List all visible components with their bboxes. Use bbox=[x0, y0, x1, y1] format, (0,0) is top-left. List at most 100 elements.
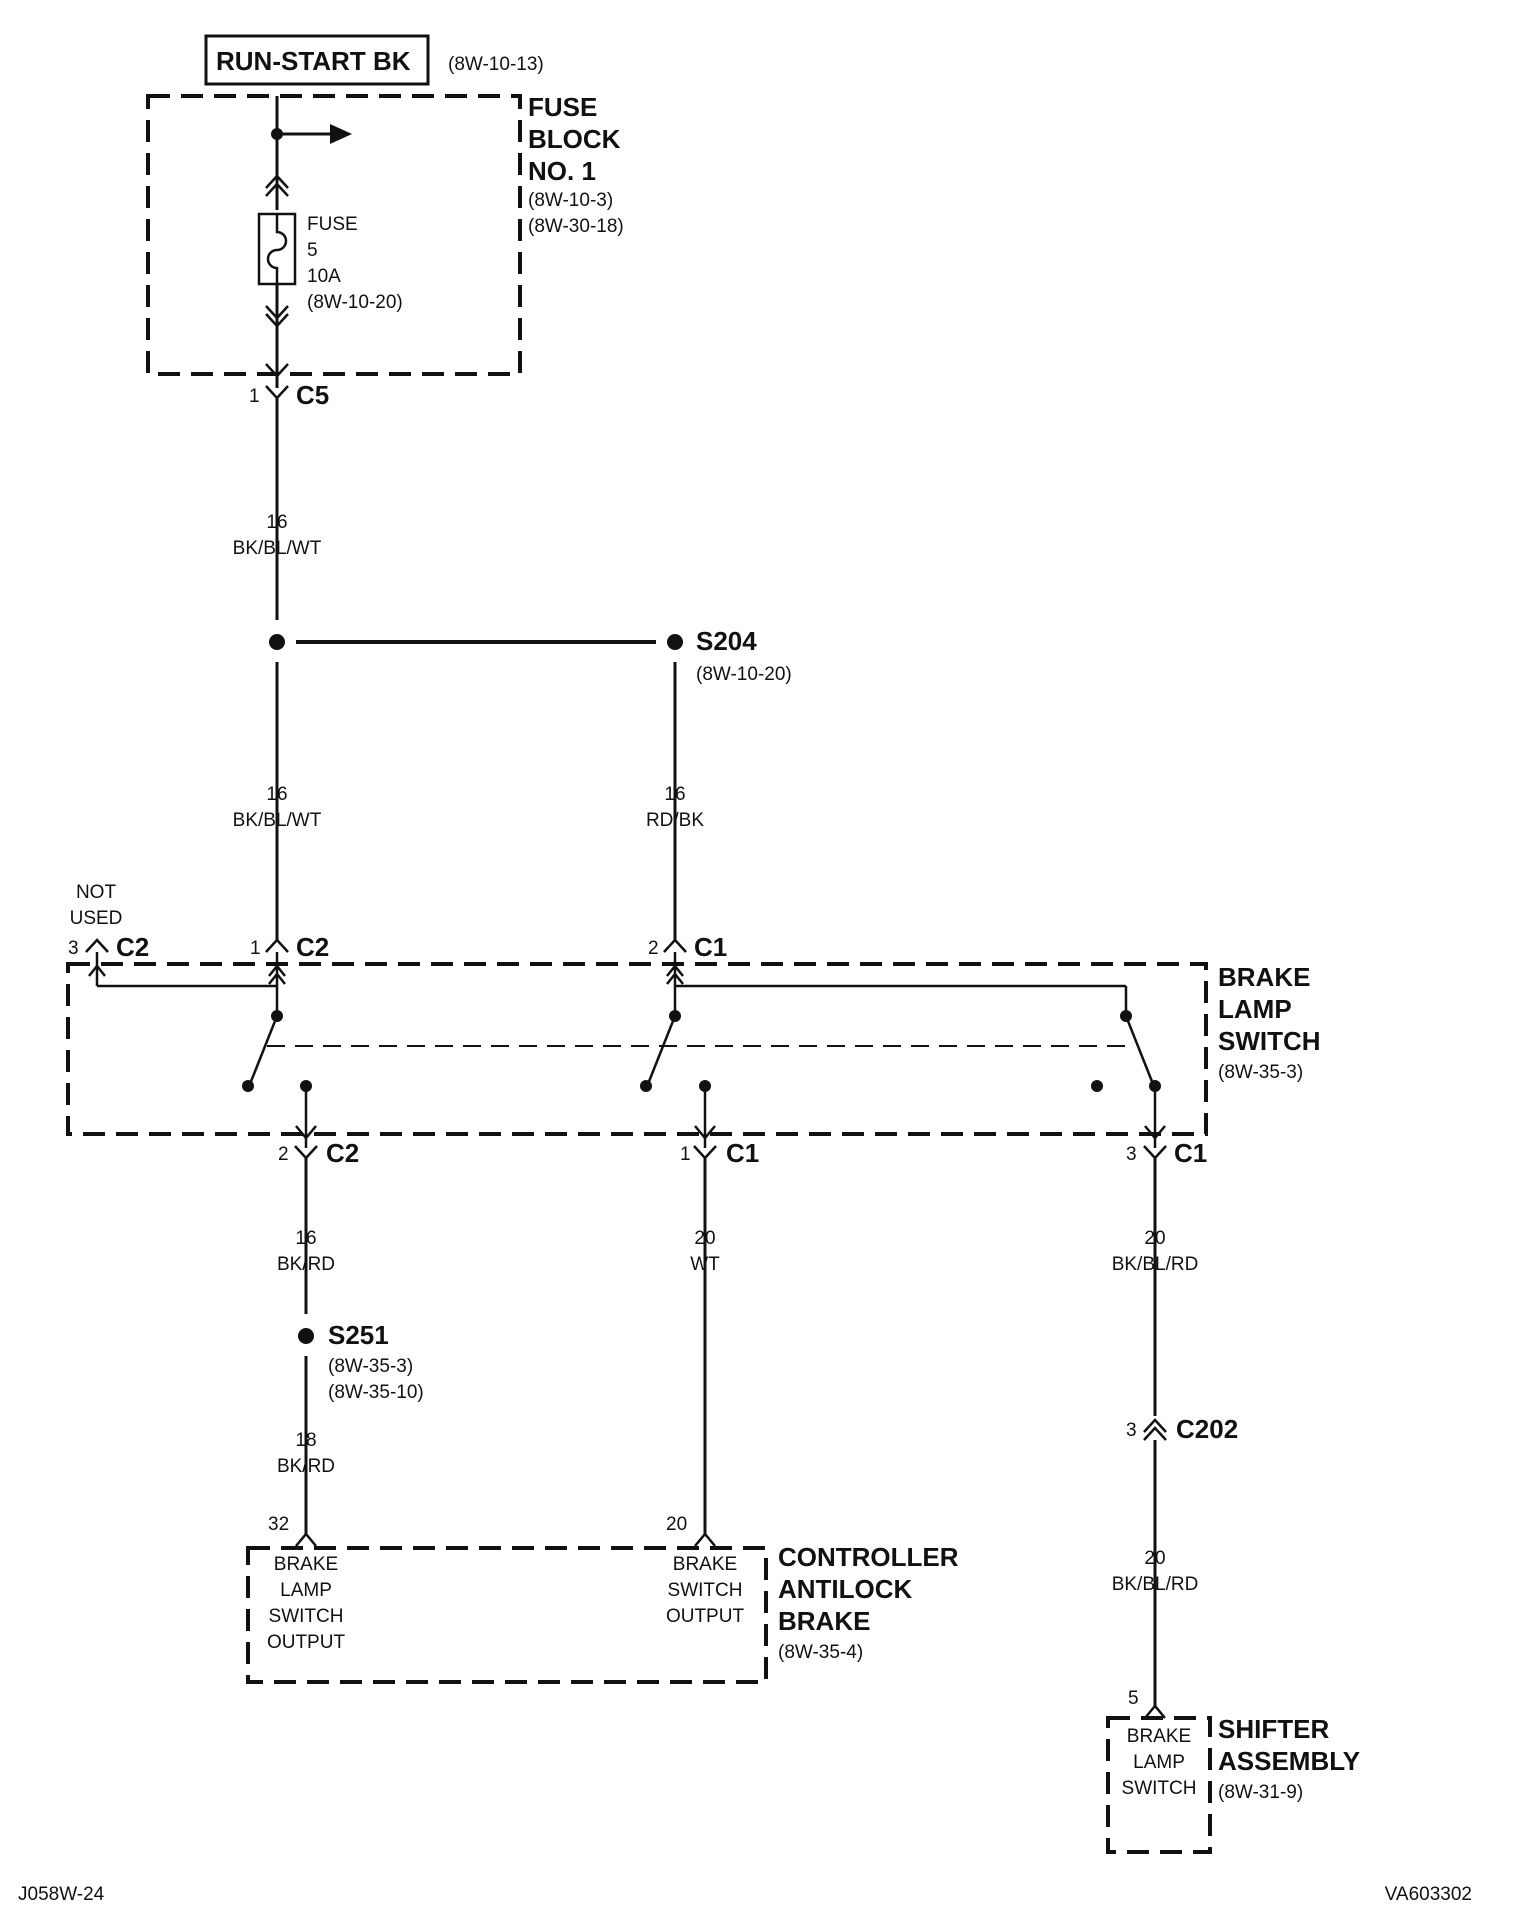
connectors-c1-out3-name: C1 bbox=[1174, 1138, 1207, 1168]
shifter-title-lines-0: SHIFTER bbox=[1218, 1714, 1329, 1744]
connectors-c1-out1-name: C1 bbox=[726, 1138, 759, 1168]
wires-w5-gauge: 18 bbox=[295, 1430, 316, 1451]
wires-w7-color: BK/BL/RD bbox=[1112, 1254, 1199, 1275]
arrow-right-icon bbox=[330, 124, 352, 144]
wires-w5-color: BK/RD bbox=[277, 1456, 335, 1477]
wires-w4-color: BK/RD bbox=[277, 1254, 335, 1275]
w3-gauge: 16 bbox=[664, 784, 685, 805]
controller-pin20-label-0: BRAKE bbox=[673, 1554, 737, 1575]
w3-color: RD/BK bbox=[646, 810, 704, 831]
connectors-c1-in-pin: 2 bbox=[648, 938, 659, 959]
shifter-pin-label: BRAKE LAMP SWITCH bbox=[1122, 1726, 1197, 1799]
brake-lamp-switch-title-lines-1: LAMP bbox=[1218, 994, 1292, 1024]
fuse-block-fuse-lines-2: 10A bbox=[307, 266, 341, 287]
w2-gauge: 16 bbox=[266, 784, 287, 805]
splice-s204-dot bbox=[667, 634, 683, 650]
connectors-c2-out-name: C2 bbox=[326, 1138, 359, 1168]
shifter-pin-label-1: LAMP bbox=[1133, 1752, 1185, 1773]
fuse-block-title-lines-1: BLOCK bbox=[528, 124, 621, 154]
controller-title: CONTROLLER ANTILOCK BRAKE (8W-35-4) bbox=[778, 1542, 959, 1663]
fuse-block-title: FUSE BLOCK NO. 1 (8W-10-3) (8W-30-18) bbox=[528, 92, 624, 237]
connectors-cab-32-pin: 32 bbox=[268, 1514, 289, 1535]
controller-pin20-label-2: OUTPUT bbox=[666, 1606, 745, 1627]
controller-pin20-label-1: SWITCH bbox=[668, 1580, 743, 1601]
splices-s251-refs-0: (8W-35-3) bbox=[328, 1356, 413, 1377]
connectors-cab-20-pin: 20 bbox=[666, 1514, 687, 1535]
connectors-shifter-5-pin: 5 bbox=[1128, 1688, 1139, 1709]
footer-left-code: J058W-24 bbox=[18, 1884, 105, 1905]
fuse-block-fuse-lines-1: 5 bbox=[307, 240, 318, 261]
shifter-refs-0: (8W-31-9) bbox=[1218, 1782, 1303, 1803]
connectors-c2-out-pin: 2 bbox=[278, 1144, 289, 1165]
connectors-c1-in-name: C1 bbox=[694, 932, 727, 962]
brake-lamp-switch-border bbox=[66, 962, 1208, 1136]
controller-title-lines-2: BRAKE bbox=[778, 1606, 870, 1636]
connector-c1-pin2-icon bbox=[663, 938, 687, 953]
shifter-pin-label-0: BRAKE bbox=[1127, 1726, 1191, 1747]
wires-w4-gauge: 16 bbox=[295, 1228, 316, 1249]
controller-pin32-label-1: LAMP bbox=[280, 1580, 332, 1601]
footer-right-code: VA603302 bbox=[1385, 1884, 1472, 1905]
not-used-1: USED bbox=[70, 908, 123, 929]
source-ref: (8W-10-13) bbox=[448, 54, 544, 75]
connector-c2-pin3-icon bbox=[85, 938, 109, 953]
connectors-c202-name: C202 bbox=[1176, 1414, 1238, 1444]
connectors-c2-in-name: C2 bbox=[296, 932, 329, 962]
s204-name: S204 bbox=[696, 626, 757, 656]
shifter-title-lines-1: ASSEMBLY bbox=[1218, 1746, 1360, 1776]
w1-gauge: 16 bbox=[266, 512, 287, 533]
fuse-block-fuse-lines-0: FUSE bbox=[307, 214, 358, 235]
fuse-block-refs-1: (8W-30-18) bbox=[528, 216, 624, 237]
connectors-c1-out1-pin: 1 bbox=[680, 1144, 691, 1165]
controller-pin32-label-3: OUTPUT bbox=[267, 1632, 346, 1653]
splices-s251-refs-1: (8W-35-10) bbox=[328, 1382, 424, 1403]
wires-w6-color: WT bbox=[690, 1254, 720, 1275]
connector-c202-icon bbox=[1143, 1418, 1167, 1433]
controller-refs-0: (8W-35-4) bbox=[778, 1642, 863, 1663]
switch-contact-2 bbox=[646, 1015, 677, 1085]
brake-lamp-switch-title-lines-0: BRAKE bbox=[1218, 962, 1310, 992]
connector-cab-32-icon bbox=[295, 1532, 317, 1547]
fuse-block-title-lines-2: NO. 1 bbox=[528, 156, 596, 186]
c5-pin: 1 bbox=[249, 386, 260, 407]
connector-c2-pin1-icon bbox=[265, 938, 289, 953]
fuse-block-fuse-lines-3: (8W-10-20) bbox=[307, 292, 403, 313]
connector-cab-20-icon bbox=[694, 1532, 716, 1547]
brake-lamp-switch-refs-0: (8W-35-3) bbox=[1218, 1062, 1303, 1083]
w1-color: BK/BL/WT bbox=[233, 538, 322, 559]
wires-w8-gauge: 20 bbox=[1144, 1548, 1165, 1569]
connectors-c2-in-pin: 1 bbox=[250, 938, 261, 959]
wires-w8-color: BK/BL/RD bbox=[1112, 1574, 1199, 1595]
fuse-block-title-lines-0: FUSE bbox=[528, 92, 597, 122]
splice-dot bbox=[269, 634, 285, 650]
shifter-assembly-border bbox=[1106, 1716, 1212, 1854]
controller-pin32-label: BRAKE LAMP SWITCH OUTPUT bbox=[267, 1554, 346, 1653]
controller-antilock-brake-border bbox=[246, 1546, 768, 1684]
connector-shifter-5-icon bbox=[1144, 1704, 1166, 1719]
fuse-block-border bbox=[146, 94, 522, 376]
fuse-label: FUSE 5 10A (8W-10-20) bbox=[307, 214, 403, 313]
w2-color: BK/BL/WT bbox=[233, 810, 322, 831]
controller-title-lines-1: ANTILOCK bbox=[778, 1574, 913, 1604]
s251-name: S251 bbox=[328, 1320, 389, 1350]
connectors-c202-pin: 3 bbox=[1126, 1420, 1137, 1441]
not-used-label: NOT USED bbox=[70, 882, 123, 929]
controller-pin32-label-0: BRAKE bbox=[274, 1554, 338, 1575]
connectors-c2-notused-name: C2 bbox=[116, 932, 149, 962]
fuse-block-refs-0: (8W-10-3) bbox=[528, 190, 613, 211]
splice-s251-dot bbox=[298, 1328, 314, 1344]
shifter-title: SHIFTER ASSEMBLY (8W-31-9) bbox=[1218, 1714, 1360, 1803]
controller-pin32-label-2: SWITCH bbox=[269, 1606, 344, 1627]
c5-name: C5 bbox=[296, 380, 329, 410]
s204-ref: (8W-10-20) bbox=[696, 664, 792, 685]
switch-contact-1 bbox=[248, 1015, 279, 1085]
source-label: RUN-START BK bbox=[216, 46, 411, 76]
brake-lamp-switch-title-lines-2: SWITCH bbox=[1218, 1026, 1321, 1056]
wires-w7-gauge: 20 bbox=[1144, 1228, 1165, 1249]
controller-title-lines-0: CONTROLLER bbox=[778, 1542, 959, 1572]
shifter-pin-label-2: SWITCH bbox=[1122, 1778, 1197, 1799]
source-box bbox=[204, 34, 430, 86]
wires-w6-gauge: 20 bbox=[694, 1228, 715, 1249]
